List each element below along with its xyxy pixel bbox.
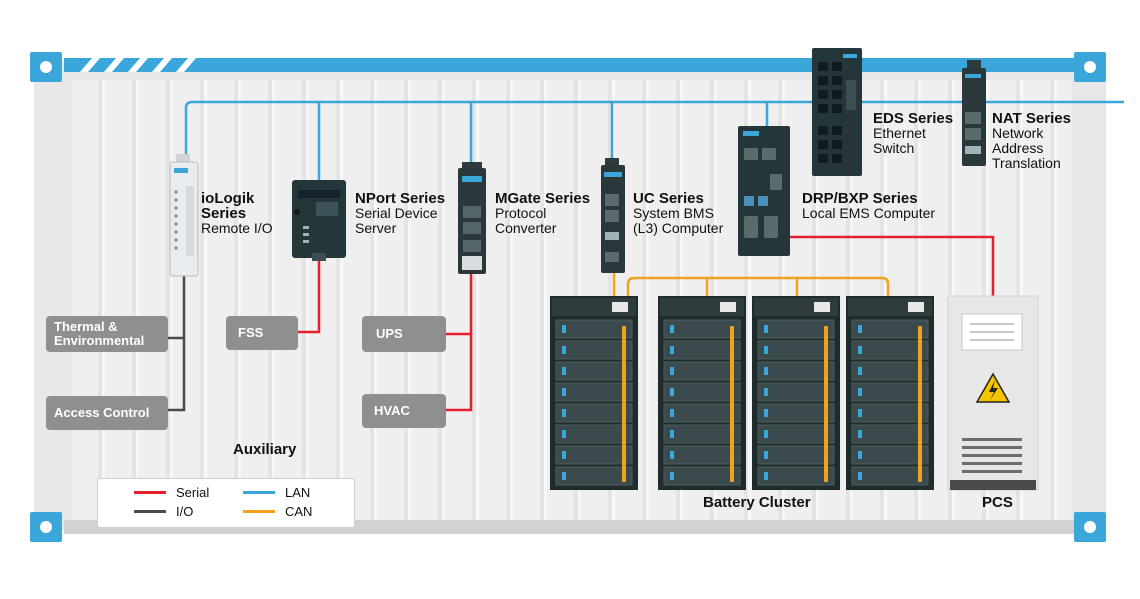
thermal-label: Thermal & Environmental xyxy=(54,319,145,348)
lan-links xyxy=(184,100,1124,182)
can-bus xyxy=(626,276,890,296)
serial-link-fss xyxy=(298,258,321,334)
auxiliary-caption: Auxiliary xyxy=(233,441,297,458)
uc-label: UC Series System BMS (L3) Computer xyxy=(633,191,723,236)
serial-link-pcs xyxy=(790,235,995,298)
can-links xyxy=(612,272,890,296)
fss-label: FSS xyxy=(238,325,264,340)
battery-racks xyxy=(550,296,934,490)
fss-box: FSS xyxy=(226,316,298,350)
eds-label: EDS Series Ethernet Switch xyxy=(873,111,953,156)
battery-rack xyxy=(846,296,934,490)
battery-rack xyxy=(658,296,746,490)
hvac-box: HVAC xyxy=(362,394,446,428)
mgate-title: MGate Series xyxy=(495,190,591,207)
legend: Serial I/O LAN CAN xyxy=(97,478,355,528)
legend-swatch-can xyxy=(243,510,275,513)
nport-title: NPort Series xyxy=(355,190,446,207)
legend-item-serial: Serial xyxy=(134,485,209,500)
legend-item-lan: LAN xyxy=(243,485,310,500)
legend-item-can: CAN xyxy=(243,504,312,519)
nat-subtitle: Network Address Translation xyxy=(992,125,1061,171)
nat-label: NAT Series Network Address Translation xyxy=(992,111,1071,171)
lan-backbone xyxy=(184,100,1124,160)
legend-swatch-io xyxy=(134,510,166,513)
battery-rack xyxy=(550,296,638,490)
mgate-device xyxy=(458,162,486,274)
corner-casting-br xyxy=(1074,512,1106,542)
eds-title: EDS Series xyxy=(873,110,954,127)
warning-triangle-icon xyxy=(975,372,1011,403)
legend-label-io: I/O xyxy=(176,504,194,519)
hvac-label: HVAC xyxy=(374,403,410,418)
uc-subtitle: System BMS (L3) Computer xyxy=(633,205,724,236)
nat-title: NAT Series xyxy=(992,110,1071,127)
thermal-environmental-box: Thermal & Environmental xyxy=(46,316,168,352)
mgate-label: MGate Series Protocol Converter xyxy=(495,191,590,236)
legend-swatch-lan xyxy=(243,491,275,494)
io-links xyxy=(168,276,186,412)
hazard-stripes xyxy=(70,58,210,72)
access-control-box: Access Control xyxy=(46,396,168,430)
battery-rack xyxy=(752,296,840,490)
pcs-caption: PCS xyxy=(982,494,1013,511)
eds-device xyxy=(812,48,862,176)
nat-device xyxy=(962,60,986,166)
pcs-cabinet xyxy=(947,295,1039,491)
corner-casting-tr xyxy=(1074,52,1106,82)
ups-box: UPS xyxy=(362,316,446,352)
io-link-access xyxy=(168,276,186,412)
drp-device xyxy=(738,126,790,256)
nport-label: NPort Series Serial Device Server xyxy=(355,191,445,236)
serial-link-mgate xyxy=(446,272,473,412)
ups-label: UPS xyxy=(376,326,403,341)
corner-casting-tl xyxy=(30,52,62,82)
legend-swatch-serial xyxy=(134,491,166,494)
nport-subtitle: Serial Device Server xyxy=(355,205,438,236)
iologik-title: ioLogik Series xyxy=(201,190,255,222)
drp-subtitle: Local EMS Computer xyxy=(802,205,936,221)
drp-label: DRP/BXP Series Local EMS Computer xyxy=(802,191,935,221)
legend-label-lan: LAN xyxy=(285,485,311,500)
legend-item-io: I/O xyxy=(134,504,193,519)
uc-title: UC Series xyxy=(633,190,704,207)
nport-device xyxy=(292,180,346,261)
drp-title: DRP/BXP Series xyxy=(802,190,918,207)
eds-subtitle: Ethernet Switch xyxy=(873,125,926,156)
iologik-subtitle: Remote I/O xyxy=(201,220,273,236)
serial-links xyxy=(298,235,995,412)
iologik-device xyxy=(169,154,199,277)
legend-label-can: CAN xyxy=(285,504,313,519)
uc-device xyxy=(601,158,625,273)
container-top-rail xyxy=(64,58,1074,72)
iologik-label: ioLogik Series Remote I/O xyxy=(201,191,273,236)
mgate-subtitle: Protocol Converter xyxy=(495,205,557,236)
legend-label-serial: Serial xyxy=(176,485,210,500)
battery-cluster-caption: Battery Cluster xyxy=(703,494,811,511)
access-control-label: Access Control xyxy=(54,405,150,420)
corner-casting-bl xyxy=(30,512,62,542)
